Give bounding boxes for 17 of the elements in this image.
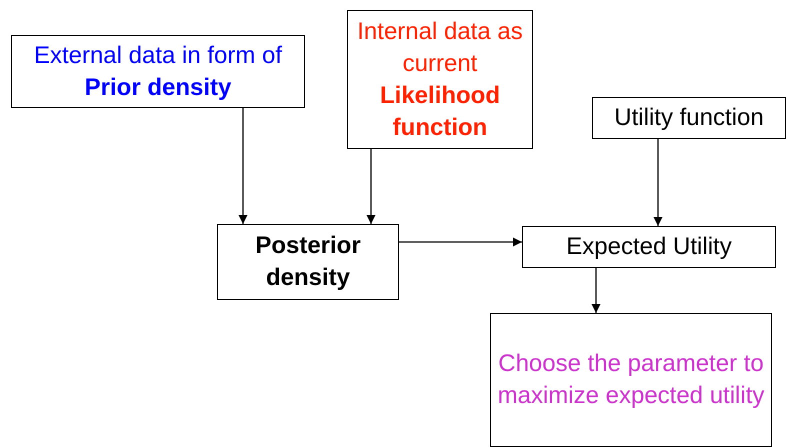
text-box: [11, 35, 305, 108]
arrow: [238, 108, 248, 224]
text-box: [347, 10, 533, 149]
box-text: Utility function: [614, 103, 764, 133]
text-box: [522, 226, 776, 268]
text-box: [217, 224, 399, 300]
box-text: Choose the parameter to maximize expected utility: [496, 349, 766, 411]
arrow: [653, 139, 663, 226]
box-text: Posterior density: [254, 231, 362, 293]
box-text: Internal data as current Likelihood function: [356, 16, 524, 142]
box-text: External data in form of Prior density: [32, 40, 284, 102]
text-box: [592, 97, 786, 139]
arrow: [399, 237, 522, 247]
arrow: [591, 268, 601, 313]
arrow: [366, 149, 376, 224]
text-box: [490, 313, 772, 447]
box-text: Expected Utility: [566, 232, 732, 262]
